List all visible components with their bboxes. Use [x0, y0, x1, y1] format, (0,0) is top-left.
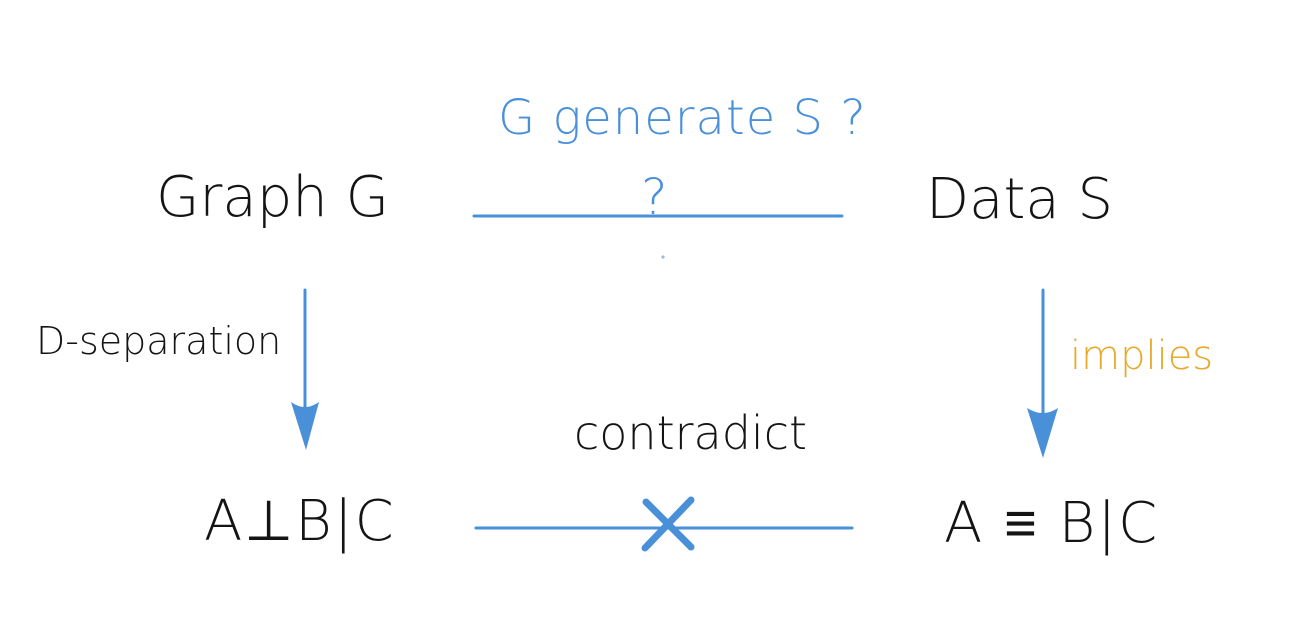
left-arrow-head: [291, 402, 319, 450]
right-arrow-head: [1027, 408, 1058, 458]
implies-label: implies: [1070, 333, 1214, 379]
d-separation-label: D-separation: [36, 319, 282, 363]
independence-left-label: A⊥B|C: [204, 489, 396, 554]
question-label: G generate S ?: [498, 90, 867, 146]
contradict-label: contradict: [574, 406, 808, 460]
question-mark-label: ?: [641, 168, 668, 226]
data-label: Data S: [926, 167, 1114, 232]
cross-mark-icon: [641, 496, 695, 552]
independence-right-label: A ≡ B|C: [944, 491, 1160, 556]
graph-label: Graph G: [156, 165, 389, 230]
question-dot: [661, 255, 665, 259]
